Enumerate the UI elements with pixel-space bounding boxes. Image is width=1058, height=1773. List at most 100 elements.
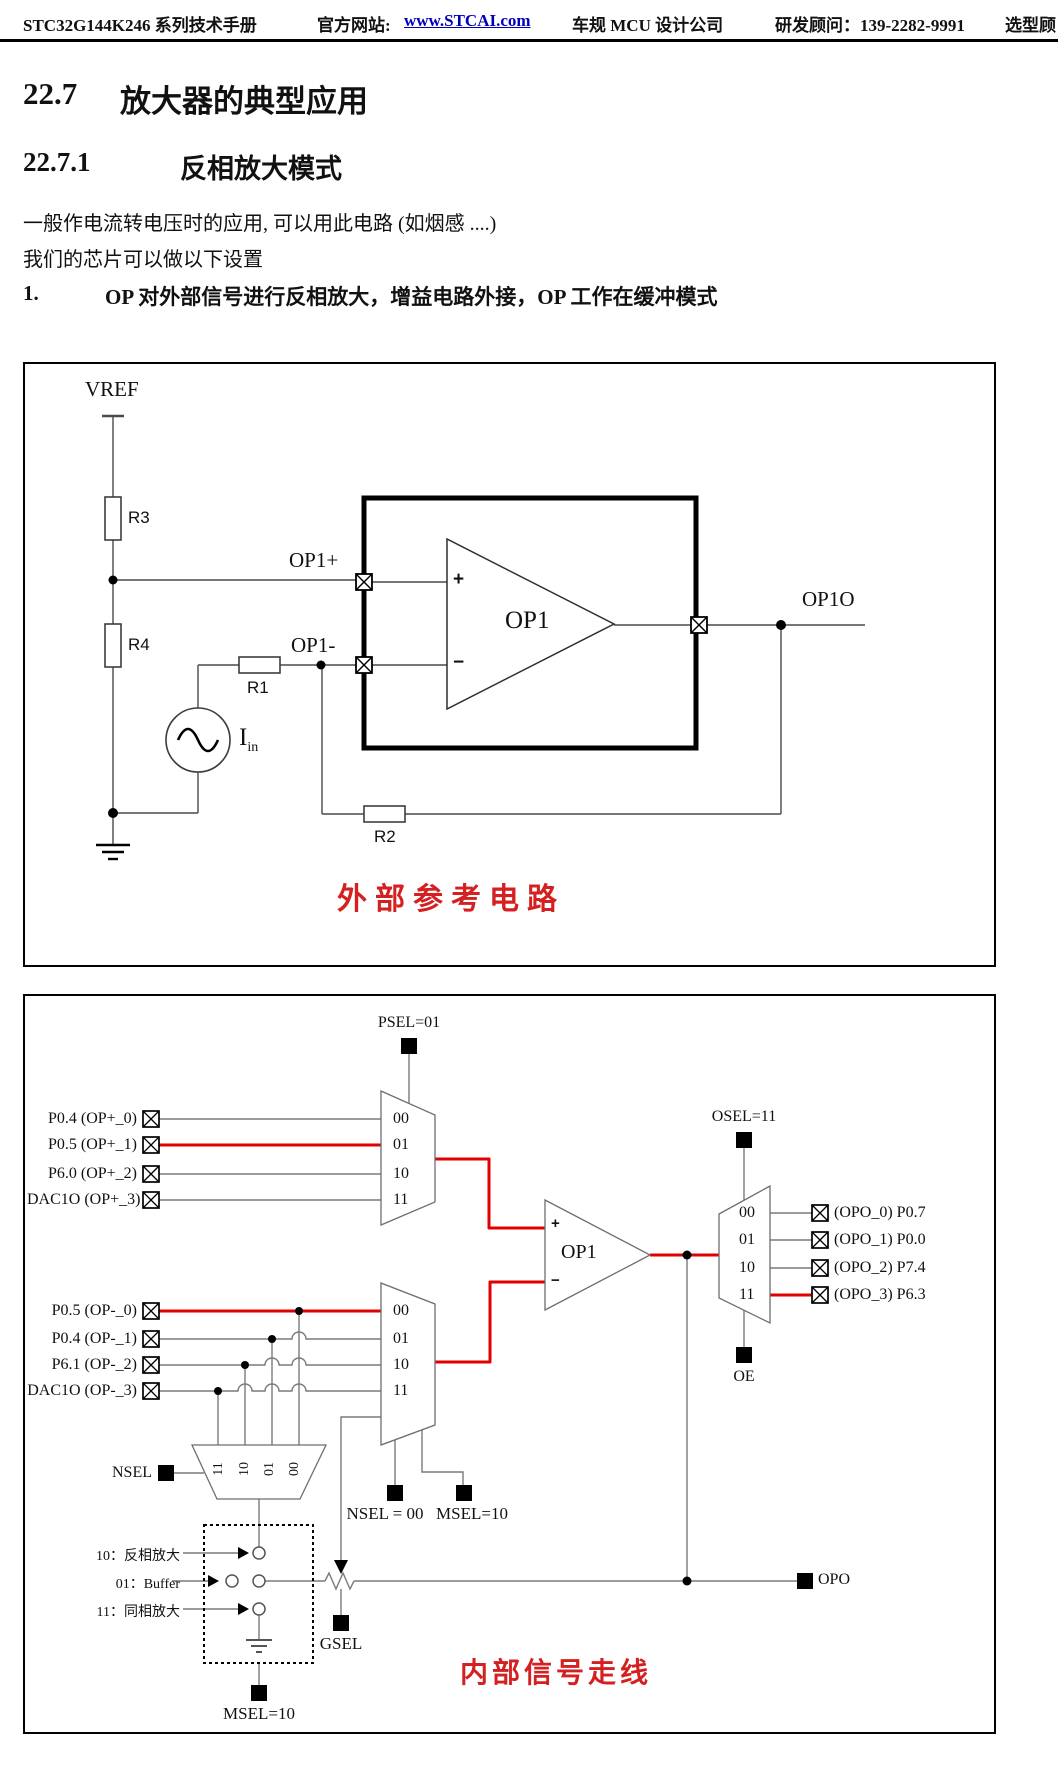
wires xyxy=(159,1054,812,1685)
pin-label: (OPO_0) P0.7 xyxy=(834,1204,926,1221)
pad-icon xyxy=(142,1191,160,1209)
r2-label: R2 xyxy=(374,827,396,846)
pad-icon xyxy=(142,1382,160,1400)
nsel-mux xyxy=(190,1444,328,1500)
header-rule xyxy=(0,39,1058,42)
vref-label: VREF xyxy=(85,377,139,401)
nsel-mux-option: 11 xyxy=(211,1462,226,1476)
osel-square xyxy=(736,1132,752,1148)
io-pads xyxy=(355,573,708,674)
company-label: 车规 MCU 设计公司 xyxy=(572,16,724,35)
header-tail: 选型顾 xyxy=(1005,16,1056,35)
nsel-mux-option: 10 xyxy=(237,1462,252,1476)
msel-bottom-label: MSEL=10 xyxy=(223,1704,295,1723)
mode-label: 01：Buffer xyxy=(115,1577,180,1592)
opo-label: OPO xyxy=(818,1571,851,1588)
pad-icon xyxy=(142,1302,160,1320)
external-circuit-diagram xyxy=(96,414,865,861)
pos-mux-option: 10 xyxy=(393,1165,409,1182)
arrow-right-icon xyxy=(238,1603,249,1615)
pin-label: (OPO_2) P7.4 xyxy=(834,1259,926,1276)
psel-label: PSEL=01 xyxy=(377,1014,441,1031)
multiplexers xyxy=(190,1089,771,1500)
r4-label: R4 xyxy=(128,635,150,654)
paragraph-2: 我们的芯片可以做以下设置 xyxy=(23,249,263,271)
iin-label: Iin xyxy=(239,724,259,755)
pad-icon xyxy=(142,1165,160,1183)
internal-circuit-caption: 内部信号走线 xyxy=(460,1658,653,1689)
pin-label: P0.5 (OP+_1) xyxy=(47,1136,137,1153)
neg-mux-option: 10 xyxy=(393,1356,409,1373)
msel-bottom-square xyxy=(251,1685,267,1701)
pad-icon xyxy=(142,1110,160,1128)
mode-label: 10：反相放大 xyxy=(96,1549,180,1564)
subsection-number: 22.7.1 xyxy=(23,147,91,177)
arrow-right-icon xyxy=(208,1575,219,1587)
pos-mux-option: 01 xyxy=(393,1136,409,1153)
external-circuit-figure: VREF R3 R4 R1 R2 Iin OP1+ OP1- + − OP1 O… xyxy=(23,362,996,967)
gsel-square xyxy=(333,1615,349,1631)
out-mux-option: 00 xyxy=(739,1204,755,1221)
external-circuit-caption: 外部参考电路 xyxy=(337,883,565,916)
minus-input-sign: − xyxy=(453,652,465,673)
pin-label: DAC1O (OP-_3) xyxy=(27,1382,137,1399)
out-mux-option: 10 xyxy=(739,1259,755,1276)
msel-value-label: MSEL=10 xyxy=(436,1504,508,1523)
r3-label: R3 xyxy=(128,508,150,527)
opamp-name-label: OP1 xyxy=(561,1241,597,1263)
output-demux xyxy=(718,1184,771,1325)
gsel-label: GSEL xyxy=(319,1634,363,1653)
mode-switch-box xyxy=(203,1524,314,1664)
resistors xyxy=(104,496,406,823)
nsel-value-label: NSEL = 00 xyxy=(346,1504,424,1523)
pin-label: DAC1O (OP+_3) xyxy=(27,1191,141,1208)
opamp-name-label: OP1 xyxy=(505,607,550,634)
out-mux-option: 01 xyxy=(739,1231,755,1248)
subsection-heading: 22.7.1 反相放大模式 xyxy=(23,147,1033,186)
selected-signal-path xyxy=(159,1143,812,1364)
op1-plus-pin-label: OP1+ xyxy=(289,548,339,572)
sine-wave-icon xyxy=(176,727,220,753)
oe-label: OE xyxy=(733,1368,755,1385)
neg-mux-option: 01 xyxy=(393,1330,409,1347)
neg-mux-option: 00 xyxy=(393,1302,409,1319)
doc-title: STC32G144K246 系列技术手册 xyxy=(23,16,257,35)
pos-mux-option: 00 xyxy=(393,1110,409,1127)
arrow-right-icon xyxy=(238,1547,249,1559)
site-url-link[interactable]: www.STCAI.com xyxy=(404,11,531,30)
internal-circuit-figure: PSEL=01 00 01 10 11 P0.4 (OP+_0) P0.5 (O… xyxy=(23,994,996,1734)
junction-dots xyxy=(214,1250,692,1586)
pin-label: P0.5 (OP-_0) xyxy=(51,1302,137,1319)
pin-label: P0.4 (OP+_0) xyxy=(47,1110,137,1127)
section-title: 放大器的典型应用 xyxy=(120,84,368,119)
out-mux-option: 11 xyxy=(739,1286,755,1303)
nsel-val-square xyxy=(387,1485,403,1501)
subsection-title: 反相放大模式 xyxy=(180,154,342,184)
switch-contacts xyxy=(225,1546,266,1616)
pad-icon xyxy=(811,1286,829,1304)
pin-label: P6.1 (OP-_2) xyxy=(51,1356,137,1373)
paragraph-1: 一般作电流转电压时的应用, 可以用此电路 (如烟感 ....) xyxy=(23,213,497,235)
list-item-text: OP 对外部信号进行反相放大，增益电路外接，OP 工作在缓冲模式 xyxy=(105,285,718,309)
nsel-mux-option: 00 xyxy=(287,1462,302,1476)
pad-icon xyxy=(142,1330,160,1348)
nsel-mux-option: 01 xyxy=(262,1462,277,1476)
nsel-label: NSEL xyxy=(112,1464,152,1481)
list-item-1: 1. OP 对外部信号进行反相放大，增益电路外接，OP 工作在缓冲模式 xyxy=(23,281,1033,311)
negative-input-mux xyxy=(380,1282,436,1446)
pin-label: P6.0 (OP+_2) xyxy=(47,1165,137,1182)
resistor-r4 xyxy=(104,623,122,668)
ground-icon xyxy=(246,1639,272,1653)
neg-mux-option: 11 xyxy=(393,1382,409,1399)
section-heading: 22.7 放大器的典型应用 xyxy=(23,76,1033,121)
pin-label: (OPO_3) P6.3 xyxy=(834,1286,926,1303)
plus-input-sign: + xyxy=(551,1215,560,1232)
ground-icon xyxy=(96,843,130,861)
psel-square xyxy=(401,1038,417,1054)
io-pads xyxy=(142,1110,829,1400)
pad-icon xyxy=(142,1356,160,1374)
pad-op1p-icon xyxy=(355,573,373,591)
minus-input-sign: − xyxy=(551,1272,560,1289)
nsel-square xyxy=(158,1465,174,1481)
opamp-triangle xyxy=(446,537,616,711)
